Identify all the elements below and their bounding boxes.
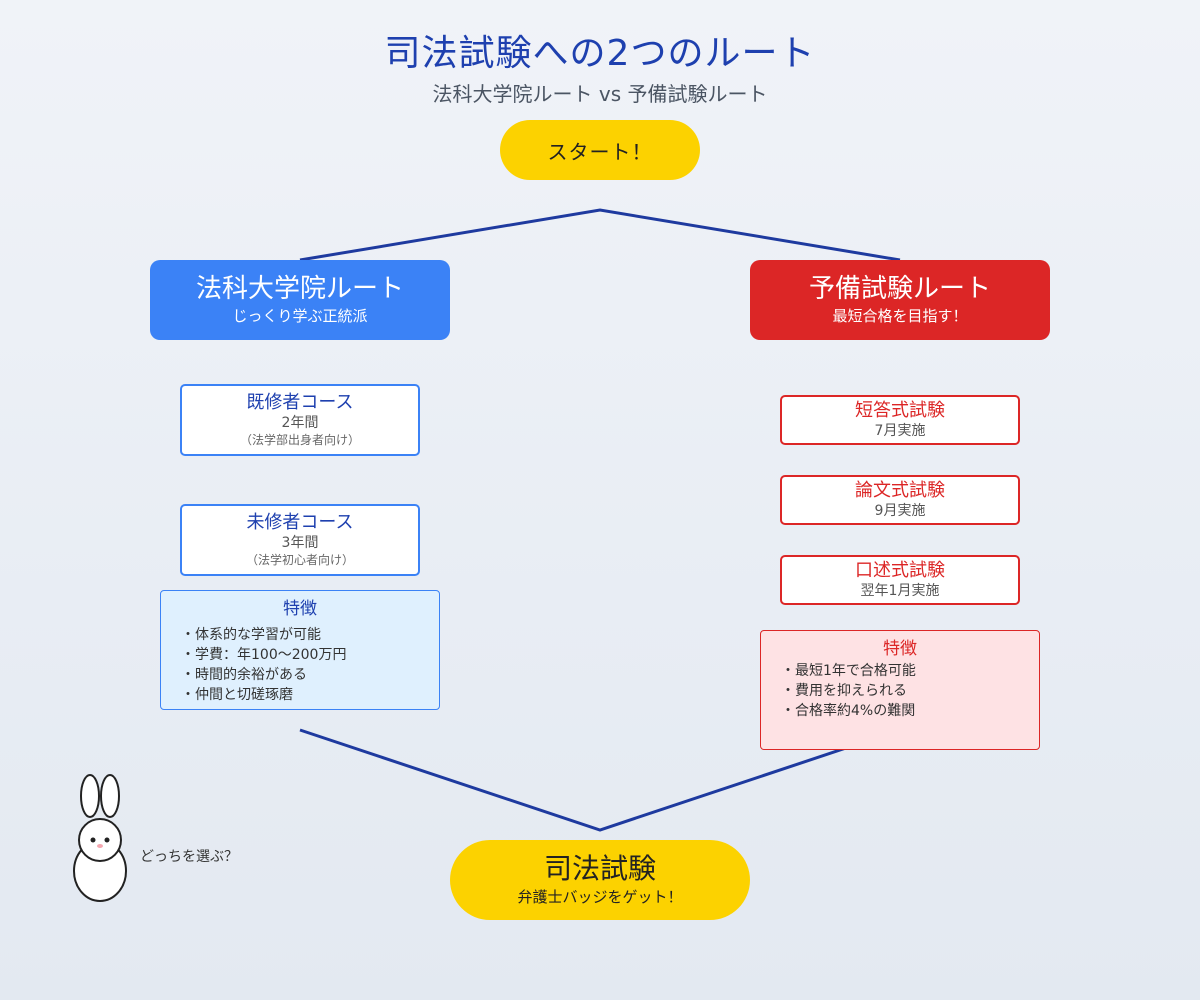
start-node: スタート！	[500, 120, 700, 180]
exam-box-essay: 論文式試験 9月実施	[780, 475, 1020, 525]
goal-merge-connector	[299, 728, 901, 832]
exam-box-short-answer: 短答式試験 7月実施	[780, 395, 1020, 445]
page-subtitle: 法科大学院ルート vs 予備試験ルート	[432, 82, 768, 106]
goal-subtitle: 弁護士バッジをゲット！	[517, 888, 683, 906]
goal-node: 司法試験 弁護士バッジをゲット！	[450, 840, 750, 920]
features-title: 特徴	[883, 639, 917, 659]
list-item: 合格率約4%の難関	[781, 701, 1039, 721]
page-title: 司法試験への2つのルート	[384, 33, 816, 74]
list-item: 体系的な学習が可能	[181, 625, 439, 645]
list-item: 最短1年で合格可能	[781, 661, 1039, 681]
course-title: 未修者コース	[246, 512, 354, 533]
course-duration: 2年間	[281, 415, 319, 431]
exam-timing: 翌年1月実施	[860, 583, 940, 599]
list-item: 仲間と切磋琢磨	[181, 685, 439, 705]
exam-title: 短答式試験	[855, 400, 945, 421]
preliminary-features-box: 特徴 最短1年で合格可能 費用を抑えられる 合格率約4%の難関	[760, 630, 1040, 750]
course-duration: 3年間	[281, 535, 319, 551]
law-school-route-title: 法科大学院ルート	[195, 274, 404, 304]
goal-title: 司法試験	[543, 852, 656, 885]
law-school-features-box: 特徴 体系的な学習が可能 学費：年100〜200万円 時間的余裕がある 仲間と切…	[160, 590, 440, 710]
list-item: 時間的余裕がある	[181, 665, 439, 685]
list-item: 学費：年100〜200万円	[181, 645, 439, 665]
mascot-speech-text: どっちを選ぶ？	[140, 849, 238, 865]
course-box-experienced: 既修者コース 2年間 （法学部出身者向け）	[180, 384, 420, 456]
start-branch-connector	[299, 208, 901, 262]
law-school-route-header: 法科大学院ルート じっくり学ぶ正統派	[150, 260, 450, 340]
exam-box-oral: 口述式試験 翌年1月実施	[780, 555, 1020, 605]
preliminary-route-title: 予備試験ルート	[808, 274, 991, 304]
features-list: 体系的な学習が可能 学費：年100〜200万円 時間的余裕がある 仲間と切磋琢磨	[161, 625, 439, 705]
features-list: 最短1年で合格可能 費用を抑えられる 合格率約4%の難関	[761, 661, 1039, 721]
rabbit-mascot-icon	[73, 774, 127, 902]
exam-timing: 7月実施	[874, 423, 926, 439]
preliminary-route-header: 予備試験ルート 最短合格を目指す！	[750, 260, 1050, 340]
preliminary-route-subtitle: 最短合格を目指す！	[832, 307, 968, 325]
start-label: スタート！	[547, 139, 653, 164]
course-box-beginner: 未修者コース 3年間 （法学初心者向け）	[180, 504, 420, 576]
course-note: （法学部出身者向け）	[239, 433, 360, 447]
course-note: （法学初心者向け）	[245, 553, 354, 567]
list-item: 費用を抑えられる	[781, 681, 1039, 701]
course-title: 既修者コース	[246, 392, 354, 413]
features-title: 特徴	[283, 599, 317, 619]
exam-title: 口述式試験	[855, 560, 945, 581]
exam-timing: 9月実施	[874, 503, 926, 519]
exam-title: 論文式試験	[855, 480, 945, 501]
law-school-route-subtitle: じっくり学ぶ正統派	[232, 307, 368, 325]
